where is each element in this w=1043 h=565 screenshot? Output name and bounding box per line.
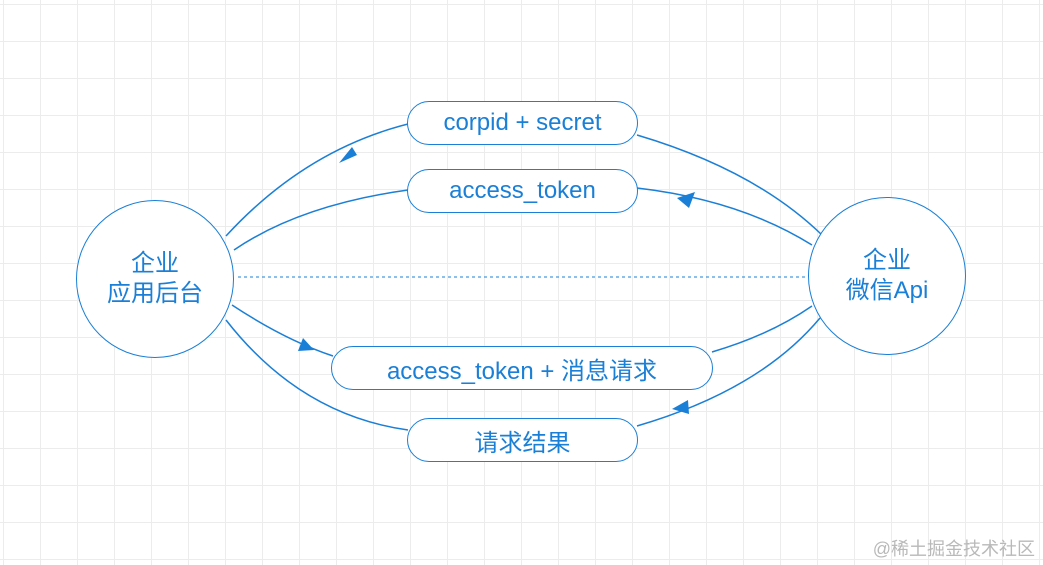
arrowhead-token — [677, 192, 695, 208]
wechat-api-label-line1: 企业 — [863, 247, 911, 274]
arrowhead-result — [672, 400, 689, 414]
edge-api-to-result — [636, 317, 821, 427]
request-result-label: 请求结果 — [474, 429, 571, 457]
edge-credentials-to-api — [636, 134, 823, 236]
edge-result-to-backend — [225, 319, 409, 431]
message-request-pill: access_token + 消息请求 — [331, 346, 713, 390]
watermark-text: @稀土掘金技术社区 — [872, 539, 1035, 559]
edge-token-to-backend — [233, 189, 409, 251]
edge-message-to-api — [711, 305, 813, 353]
token-response-pill: access_token — [407, 169, 638, 213]
enterprise-backend-label-line1: 企业 — [131, 250, 179, 277]
edge-backend-to-credentials — [225, 123, 409, 237]
message-request-label: access_token + 消息请求 — [386, 357, 658, 385]
request-credentials-label: corpid + secret — [443, 109, 602, 136]
edge-api-to-token — [636, 187, 813, 246]
enterprise-backend-label-line2: 应用后台 — [107, 280, 203, 307]
request-result-pill: 请求结果 — [407, 418, 638, 462]
edge-backend-to-message — [231, 304, 334, 357]
request-credentials-pill: corpid + secret — [407, 101, 638, 145]
token-response-label: access_token — [449, 177, 596, 204]
arrowhead-message — [298, 338, 314, 351]
wechat-api-node: 企业 微信Api — [808, 197, 966, 355]
arrowhead-credentials — [339, 147, 357, 163]
wechat-api-label-line2: 微信Api — [845, 277, 929, 304]
enterprise-backend-node: 企业 应用后台 — [76, 200, 234, 358]
